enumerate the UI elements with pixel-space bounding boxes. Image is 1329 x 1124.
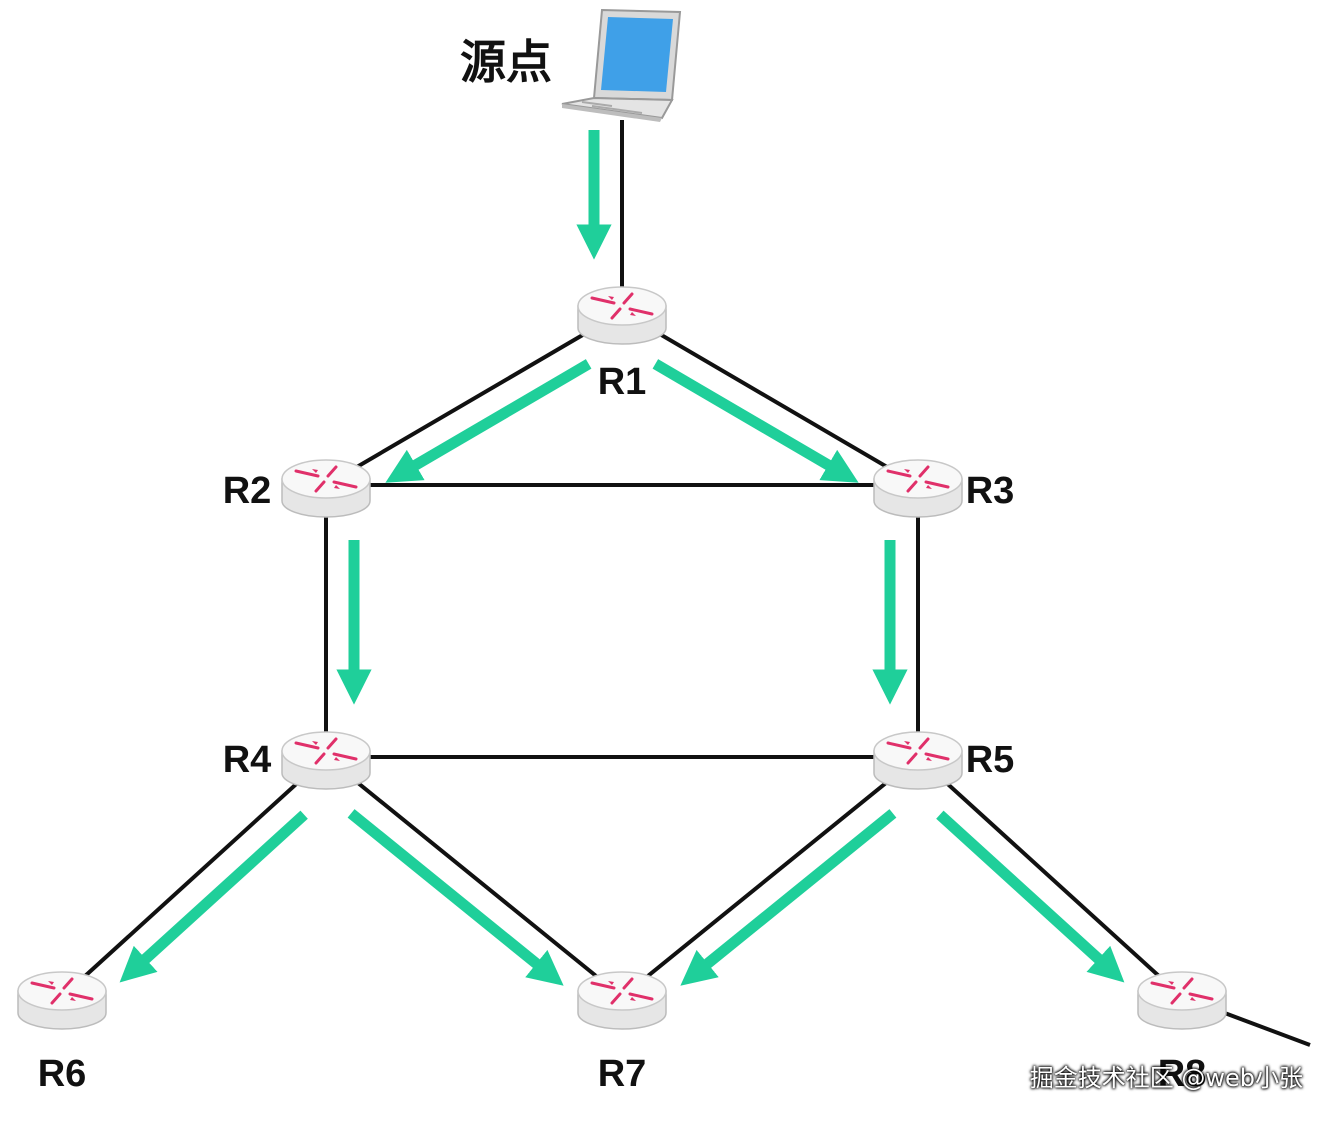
router-r8-icon: [1137, 971, 1227, 1030]
router-r3-icon: [873, 459, 963, 518]
link-r5-r8: [916, 755, 1184, 999]
router-label-r3: R3: [966, 470, 1015, 512]
router-label-r5: R5: [966, 739, 1015, 781]
source-label: 源点: [460, 35, 552, 89]
flow-arrow-r5-r7: [680, 809, 897, 986]
router-label-r2: R2: [223, 470, 272, 512]
router-r2-icon: [281, 459, 371, 518]
router-label-r4: R4: [223, 739, 272, 781]
router-r1-icon: [577, 286, 667, 345]
flow-arrow-r1-r2: [385, 359, 592, 483]
link-r5-r7: [620, 755, 920, 999]
link-r4-r6: [60, 755, 328, 999]
router-r4-icon: [281, 731, 371, 790]
links-layer: [60, 120, 1311, 1047]
nodes-layer: [17, 8, 1227, 1030]
router-label-r1: R1: [598, 361, 647, 403]
flow-arrow-r5-r8: [936, 810, 1125, 983]
router-label-r6: R6: [38, 1053, 87, 1095]
flow-arrow-r4-r7: [347, 809, 564, 986]
labels-layer: 源点 R1 R2 R3 R4 R5 R6 R7 R8: [38, 35, 1207, 1095]
watermark: 掘金技术社区 @web小张: [1029, 1064, 1303, 1092]
flow-arrow-r1-r3: [652, 359, 859, 483]
link-r1-r2: [324, 310, 624, 487]
link-r1-r3: [620, 310, 920, 487]
flows-layer: [119, 130, 1125, 986]
router-r6-icon: [17, 971, 107, 1030]
router-label-r8: R8: [1158, 1053, 1207, 1095]
link-r4-r7: [324, 755, 624, 999]
router-r7-icon: [577, 971, 667, 1030]
source-laptop-icon: [561, 8, 682, 122]
flow-arrow-r4-r6: [119, 810, 308, 983]
router-label-r7: R7: [598, 1053, 647, 1095]
router-r5-icon: [873, 731, 963, 790]
